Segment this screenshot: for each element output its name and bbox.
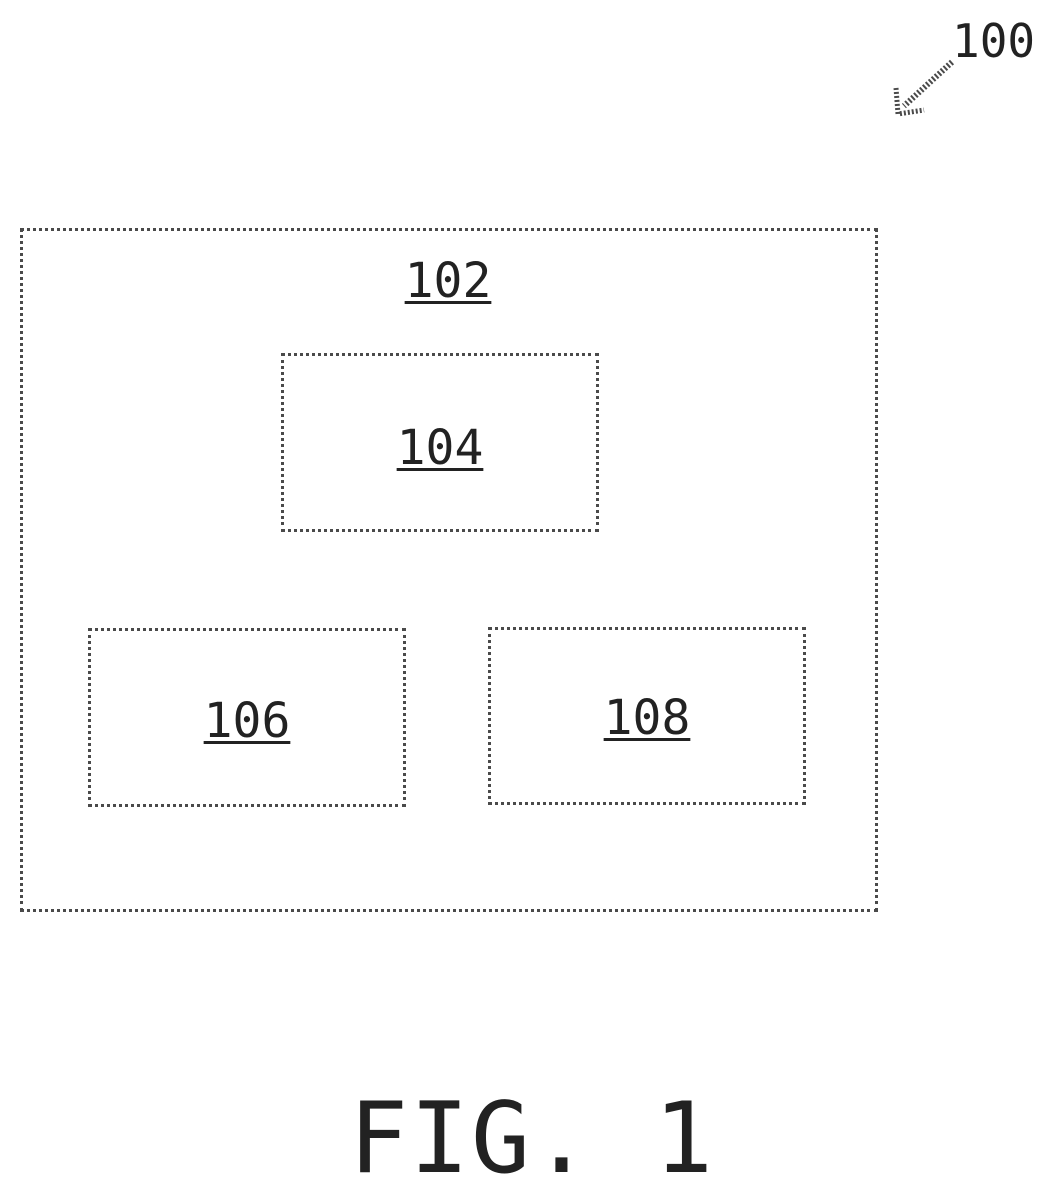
component-108-label: 108 — [491, 694, 803, 742]
reference-arrow-shaft — [904, 62, 952, 106]
component-104-label: 104 — [284, 424, 596, 472]
component-108-box: 108 — [488, 627, 806, 805]
figure-caption: FIG. 1 — [0, 1090, 1064, 1188]
reference-arrow-icon — [888, 54, 968, 124]
component-104-box: 104 — [281, 353, 599, 532]
component-102-label: 102 — [23, 257, 875, 305]
component-102-outer-box: 102 — [20, 228, 878, 912]
component-106-label: 106 — [91, 697, 403, 745]
component-106-box: 106 — [88, 628, 406, 807]
